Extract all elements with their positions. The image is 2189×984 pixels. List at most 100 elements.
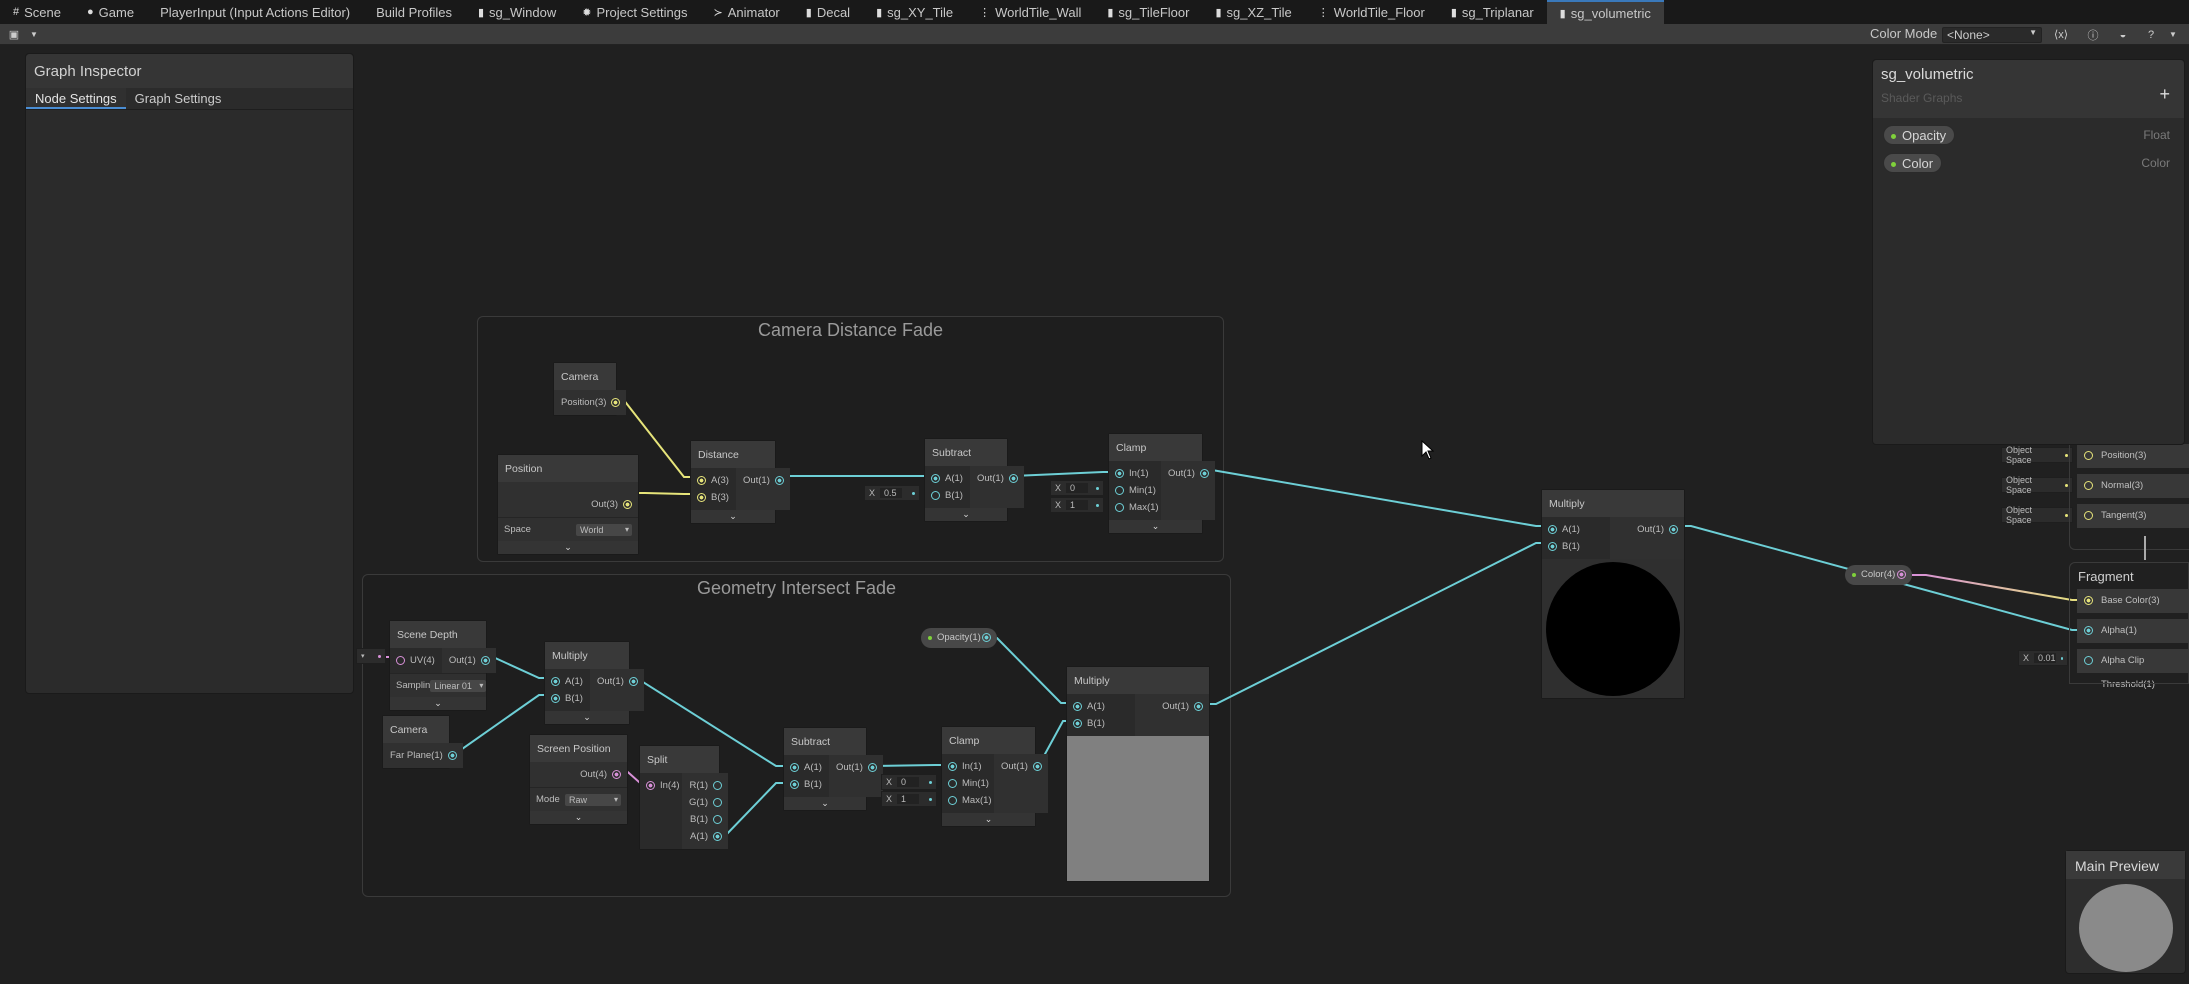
input-port[interactable]: Min(1) <box>1109 482 1161 499</box>
tab-sg-xy-tile[interactable]: ▮sg_XY_Tile <box>863 0 966 24</box>
port-connector[interactable] <box>2084 481 2093 490</box>
port-connector[interactable] <box>612 770 621 779</box>
port-connector[interactable] <box>867 763 877 772</box>
tab-scene[interactable]: #Scene <box>0 0 74 24</box>
port-connector[interactable] <box>1199 469 1209 478</box>
collapse-chevron-icon[interactable]: ⌄ <box>498 541 638 554</box>
tab-animator[interactable]: ≻Animator <box>701 0 793 24</box>
fragment-port[interactable]: Alpha Clip Threshold(1) <box>2077 649 2189 690</box>
port-connector[interactable] <box>480 656 490 665</box>
input-port[interactable]: Min(1) <box>942 775 994 792</box>
input-port[interactable]: B(1) <box>545 690 590 707</box>
port-connector[interactable] <box>713 781 722 790</box>
fragment-port[interactable]: Base Color(3) <box>2077 589 2189 613</box>
tab-worldtile-wall[interactable]: ⋮WorldTile_Wall <box>966 0 1094 24</box>
port-connector[interactable] <box>1115 469 1124 478</box>
input-port[interactable]: A(1) <box>784 759 829 776</box>
port-out[interactable] <box>982 633 991 642</box>
port-connector[interactable] <box>1008 474 1018 483</box>
port-connector[interactable] <box>1194 702 1203 711</box>
port-connector[interactable] <box>697 493 706 502</box>
port-connector[interactable] <box>1669 525 1678 534</box>
port-connector[interactable] <box>447 751 457 760</box>
tab-sg-volumetric[interactable]: ▮sg_volumetric <box>1546 0 1664 24</box>
port-connector[interactable] <box>628 677 638 686</box>
output-port[interactable]: Far Plane(1) <box>383 747 463 764</box>
blackboard-toggle-icon[interactable]: ⟨x⟩ <box>2053 29 2069 41</box>
value-text[interactable]: 0 <box>1066 483 1089 493</box>
edge-wire[interactable] <box>1202 542 1550 705</box>
opacity-property-node[interactable]: Opacity(1) <box>921 628 997 648</box>
port-connector[interactable] <box>713 832 722 841</box>
port-out[interactable] <box>1897 570 1906 579</box>
collapse-chevron-icon[interactable]: ⌄ <box>390 697 486 710</box>
output-port[interactable]: Out(1) <box>442 652 496 669</box>
input-port[interactable]: B(1) <box>784 776 829 793</box>
input-port[interactable]: A(1) <box>545 673 590 690</box>
collapse-chevron-icon[interactable]: ⌄ <box>691 510 775 523</box>
output-port[interactable]: Position(3) <box>554 394 626 411</box>
port-connector[interactable] <box>790 763 799 772</box>
control-dropdown[interactable]: Linear 01 <box>430 679 487 692</box>
output-port[interactable]: Out(1) <box>590 673 644 690</box>
property-pill-opacity[interactable]: Opacity <box>1883 125 1956 145</box>
collapse-chevron-icon[interactable]: ⌄ <box>942 813 1035 826</box>
add-property-button[interactable]: + <box>2159 84 2170 104</box>
port-connector[interactable] <box>948 779 957 788</box>
tab-project-settings[interactable]: ✹Project Settings <box>569 0 700 24</box>
collapse-chevron-icon[interactable]: ⌄ <box>1109 520 1202 533</box>
input-port[interactable]: A(3) <box>691 472 736 489</box>
input-port[interactable]: In(4) <box>640 777 682 794</box>
tab-node-settings[interactable]: Node Settings <box>26 88 126 109</box>
output-port[interactable]: Out(1) <box>1135 698 1209 715</box>
output-port[interactable]: Out(1) <box>829 759 883 776</box>
main-preview-toggle-icon[interactable]: ◒ <box>2119 28 2127 41</box>
port-connector[interactable] <box>1548 542 1557 551</box>
output-port[interactable]: Out(1) <box>1610 521 1684 538</box>
port-connector[interactable] <box>774 476 784 485</box>
space-field[interactable]: Object Space <box>2001 505 2073 525</box>
tab-sg-window[interactable]: ▮sg_Window <box>465 0 569 24</box>
tab-sg-xz-tile[interactable]: ▮sg_XZ_Tile <box>1202 0 1304 24</box>
port-connector[interactable] <box>790 780 799 789</box>
input-port[interactable]: UV(4) <box>390 652 442 669</box>
port-connector[interactable] <box>551 694 560 703</box>
value-text[interactable]: 0.01 <box>2034 653 2057 663</box>
output-port[interactable]: Out(1) <box>1161 465 1215 482</box>
edge-wire[interactable] <box>1912 574 2086 601</box>
port-connector[interactable] <box>1032 762 1042 771</box>
edge-wire[interactable] <box>1198 469 1550 527</box>
input-port[interactable]: A(1) <box>925 470 970 487</box>
vertex-port-normal[interactable]: Normal(3) <box>2077 474 2189 498</box>
port-connector[interactable] <box>948 796 957 805</box>
control-dropdown[interactable]: Raw <box>565 793 621 806</box>
collapse-chevron-icon[interactable]: ⌄ <box>545 711 629 724</box>
inspector-title[interactable]: Graph Inspector <box>26 54 353 88</box>
collapse-chevron-icon[interactable]: ⌄ <box>784 797 866 810</box>
output-port[interactable]: Out(1) <box>970 470 1024 487</box>
port-connector[interactable] <box>551 677 560 686</box>
port-connector[interactable] <box>713 815 722 824</box>
collapse-chevron-icon[interactable]: ⌄ <box>530 811 627 824</box>
port-connector[interactable] <box>1073 702 1082 711</box>
color-mode-select[interactable]: <None>▼ <box>1942 27 2042 43</box>
input-port[interactable]: B(1) <box>925 487 970 504</box>
inspector-toggle-icon[interactable]: ⓘ <box>2087 29 2099 42</box>
tab-sg-tilefloor[interactable]: ▮sg_TileFloor <box>1094 0 1202 24</box>
output-port[interactable]: B(1) <box>682 811 728 828</box>
port-connector[interactable] <box>948 762 957 771</box>
input-port[interactable]: B(1) <box>1067 715 1135 732</box>
